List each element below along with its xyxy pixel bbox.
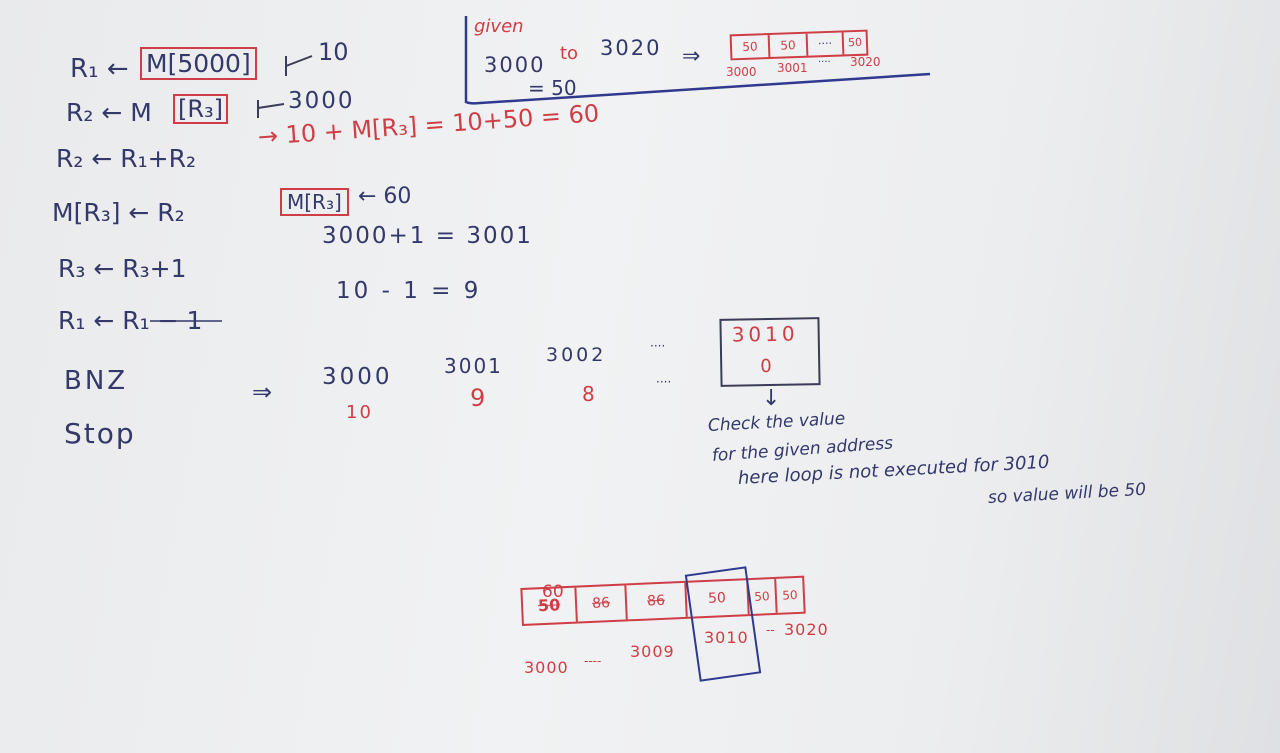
given-range-to: 3020 (600, 36, 662, 60)
memory-addr-end: 3020 (784, 620, 829, 639)
instr-1-value: 10 (318, 38, 349, 66)
given-addr-3001: 3001 (777, 61, 808, 75)
instr-5-left: R₃ ← R₃+1 (58, 254, 187, 283)
instr-1-left: R₁ ← (70, 54, 129, 84)
given-addr-3020: 3020 (850, 55, 881, 69)
instr-4-target-box: M[R₃] (280, 188, 349, 216)
instr-3-left: R₂ ← R₁+R₂ (56, 144, 196, 173)
trace-val-3000: 10 (346, 402, 373, 423)
trace-addr-dots: ···· (650, 339, 666, 353)
given-range-to-word: to (560, 43, 579, 64)
memory-addr-3010: 3010 (704, 628, 749, 647)
connector-1 (285, 55, 313, 76)
instr-5-calc: 3000+1 = 3001 (322, 223, 533, 249)
trace-addr-3002: 3002 (546, 344, 607, 366)
given-label: given (474, 16, 524, 37)
trace-down-arrow: ↓ (762, 386, 781, 411)
instr-8-stop: Stop (64, 417, 136, 450)
instr-2-value: 3000 (288, 88, 355, 114)
instr-4-left: M[R₃] ← R₂ (52, 198, 185, 227)
given-addr-dots: ···· (818, 57, 831, 68)
memory-addr-dots: ---- (584, 654, 602, 668)
memory-above-value: 60 (542, 582, 564, 602)
given-addr-3000: 3000 (726, 65, 757, 79)
trace-val-3001: 9 (470, 384, 486, 412)
given-range-from: 3000 (484, 53, 546, 77)
memory-addr-dash: -- (766, 623, 775, 637)
trace-val-3002: 8 (582, 382, 595, 406)
given-implies-arrow: ⇒ (682, 44, 701, 69)
given-equals: = 50 (528, 76, 577, 100)
instr-2-left: R₂ ← M (66, 98, 152, 127)
instr-1-operand-box: M[5000] (140, 47, 257, 80)
connector-2 (257, 100, 285, 118)
trace-addr-3001: 3001 (444, 354, 503, 378)
memory-addr-3009: 3009 (630, 642, 675, 661)
memory-addr-start: 3000 (524, 658, 569, 677)
trace-val-dots: ···· (656, 375, 672, 389)
instr-4-value: ← 60 (358, 184, 412, 209)
instr-6-calc: 10 - 1 = 9 (336, 278, 482, 304)
trace-implies-arrow: ⇒ (252, 378, 273, 406)
trace-addr-3000: 3000 (322, 364, 393, 390)
instr-7-bnz: BNZ (64, 366, 129, 396)
given-bracket-stroke (464, 16, 931, 105)
instr-2-operand-box: [R₃] (173, 94, 229, 124)
